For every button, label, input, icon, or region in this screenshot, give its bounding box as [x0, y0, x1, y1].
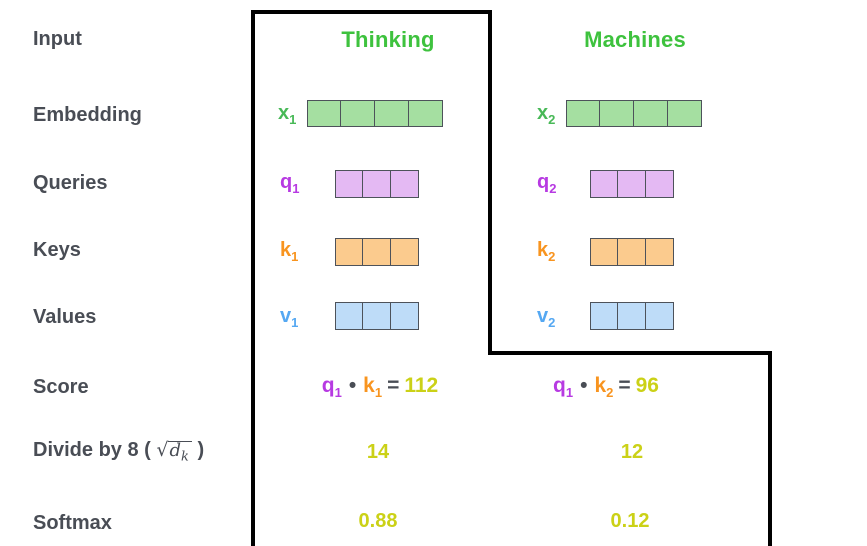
embedding-vector-x2: [566, 100, 702, 127]
vector-cell: [409, 100, 443, 127]
vector-cell: [618, 238, 646, 266]
key-vector-k1: [335, 238, 419, 266]
sqrt-symbol: √: [156, 439, 169, 461]
softmax-value-thinking: 0.88: [358, 510, 398, 532]
row-label-values: Values: [33, 306, 97, 328]
row-label-keys: Keys: [33, 239, 81, 261]
row-label-divide: Divide by 8 ( √dk ): [33, 439, 204, 464]
dot-operator: •: [580, 374, 588, 397]
query-vector-q2: [590, 170, 674, 198]
value-vector-v1: [335, 302, 419, 330]
value-label-v2: v2: [537, 305, 556, 330]
query-vector-q1: [335, 170, 419, 198]
dk-k-subscript: k: [181, 449, 189, 465]
key-label-k2: k2: [537, 239, 556, 264]
dk-d: d: [169, 440, 182, 461]
row-label-softmax: Softmax: [33, 512, 112, 534]
row-label-queries: Queries: [33, 172, 108, 194]
vector-cell: [618, 302, 646, 330]
equals-sign: =: [618, 374, 631, 397]
divide-suffix: ): [191, 439, 205, 461]
dot-operator: •: [348, 374, 357, 397]
score-value: 112: [404, 374, 439, 397]
column-header-machines: Machines: [584, 27, 686, 52]
column-header-thinking: Thinking: [341, 27, 435, 52]
vector-cell: [600, 100, 634, 127]
vector-cell: [363, 238, 391, 266]
vector-cell: [307, 100, 341, 127]
sqrt-dk-formula: √dk: [156, 439, 192, 465]
score-expression-machines: q1•k2=96: [553, 374, 659, 401]
embedding-label-x2: x2: [537, 102, 556, 127]
row-label-embedding: Embedding: [33, 104, 142, 126]
vector-cell: [590, 170, 618, 198]
vector-cell: [391, 302, 419, 330]
softmax-value-machines: 0.12: [610, 510, 650, 532]
score-value: 96: [635, 374, 659, 397]
value-vector-v2: [590, 302, 674, 330]
vector-cell: [391, 238, 419, 266]
vector-cell: [646, 238, 674, 266]
key-label-k1: k1: [280, 239, 299, 264]
vector-cell: [634, 100, 668, 127]
embedding-label-x1: x1: [278, 102, 297, 127]
row-label-input: Input: [33, 28, 82, 50]
divided-value-machines: 12: [620, 441, 644, 463]
vector-cell: [646, 170, 674, 198]
frame-outline: [251, 10, 772, 546]
vector-cell: [391, 170, 419, 198]
vector-cell: [668, 100, 702, 127]
vector-cell: [566, 100, 600, 127]
vector-cell: [590, 238, 618, 266]
vector-cell: [335, 302, 363, 330]
row-label-score: Score: [33, 376, 89, 398]
divide-prefix: Divide by 8 (: [33, 439, 157, 461]
vector-cell: [363, 302, 391, 330]
equals-sign: =: [387, 374, 400, 397]
key-vector-k2: [590, 238, 674, 266]
vector-cell: [341, 100, 375, 127]
vector-cell: [363, 170, 391, 198]
vector-cell: [335, 238, 363, 266]
embedding-vector-x1: [307, 100, 443, 127]
sqrt-radicand: dk: [168, 440, 192, 465]
score-expression-thinking: q1•k1=112: [321, 374, 439, 401]
vector-cell: [618, 170, 646, 198]
vector-cell: [646, 302, 674, 330]
query-label-q2: q2: [537, 171, 557, 196]
vector-cell: [590, 302, 618, 330]
vector-cell: [335, 170, 363, 198]
vector-cell: [375, 100, 409, 127]
divided-value-thinking: 14: [366, 441, 390, 463]
query-label-q1: q1: [280, 171, 300, 196]
value-label-v1: v1: [280, 305, 299, 330]
